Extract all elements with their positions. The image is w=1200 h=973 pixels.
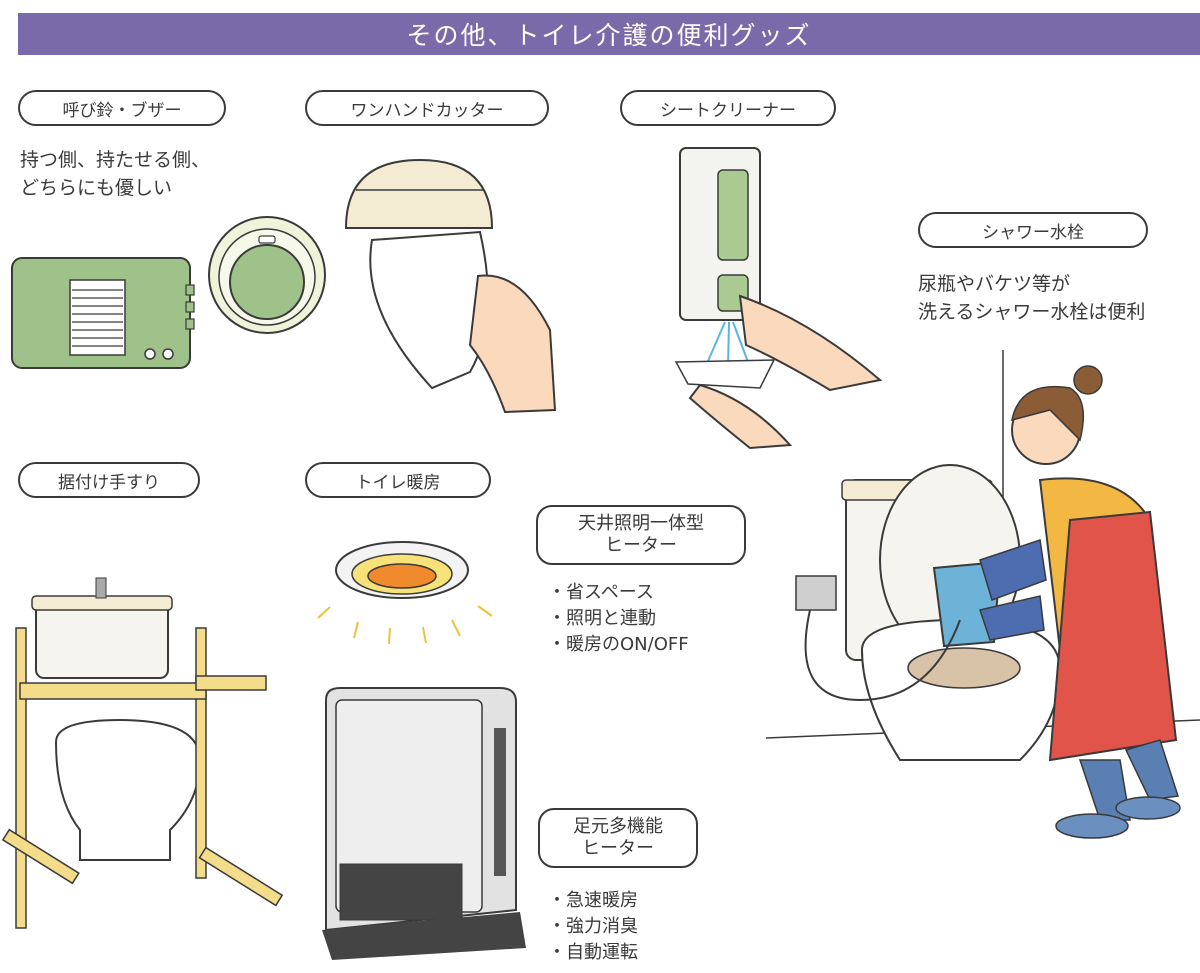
floor-heater-title-2: ヒーター [582,838,654,859]
label-cleaner: シートクリーナー [620,90,836,126]
cutter-illustration [344,158,557,414]
label-bell: 呼び鈴・ブザー [18,90,226,126]
shower-desc-line-2: 洗えるシャワー水栓は便利 [918,301,1146,323]
ceiling-heater-title-1: 天井照明一体型 [578,513,704,534]
bell-desc: 持つ側、持たせる側、 どちらにも優しい [20,146,210,202]
bell-desc-line-2: どちらにも優しい [20,177,173,199]
ceiling-bullet-1: 省スペース [548,580,689,606]
floor-bullet-1: 急速暖房 [548,888,638,914]
handrail-toilet-illustration [1,577,284,929]
call-button-illustration [208,216,326,334]
ceiling-bullet-2: 照明と連動 [548,606,689,632]
cleaner-illustration [674,147,883,450]
shower-desc: 尿瓶やバケツ等が 洗えるシャワー水栓は便利 [918,270,1145,326]
ceiling-heater-title-2: ヒーター [605,535,677,556]
ceiling-heater-illustration [317,541,493,645]
bell-desc-line-1: 持つ側、持たせる側、 [20,149,211,171]
floor-heater-title-1: 足元多機能 [573,816,663,837]
ceiling-bullet-3: 暖房のON/OFF [548,632,689,658]
ceiling-heater-title: 天井照明一体型 ヒーター [536,505,746,565]
floor-heater-title: 足元多機能 ヒーター [538,808,698,868]
page-banner: その他、トイレ介護の便利グッズ [18,13,1200,55]
floor-heater-bullets: 急速暖房 強力消臭 自動運転 [548,888,638,966]
shower-scene-illustration [765,350,1200,839]
floor-bullet-2: 強力消臭 [548,914,638,940]
label-handrail: 据付け手すり [18,462,200,498]
label-heater: トイレ暖房 [305,462,491,498]
floor-bullet-3: 自動運転 [548,940,638,966]
ceiling-heater-bullets: 省スペース 照明と連動 暖房のON/OFF [548,580,689,658]
buzzer-illustration [11,257,195,369]
label-shower: シャワー水栓 [918,212,1148,248]
floor-heater-illustration [322,687,526,960]
shower-desc-line-1: 尿瓶やバケツ等が [918,273,1071,295]
label-cutter: ワンハンドカッター [305,90,549,126]
